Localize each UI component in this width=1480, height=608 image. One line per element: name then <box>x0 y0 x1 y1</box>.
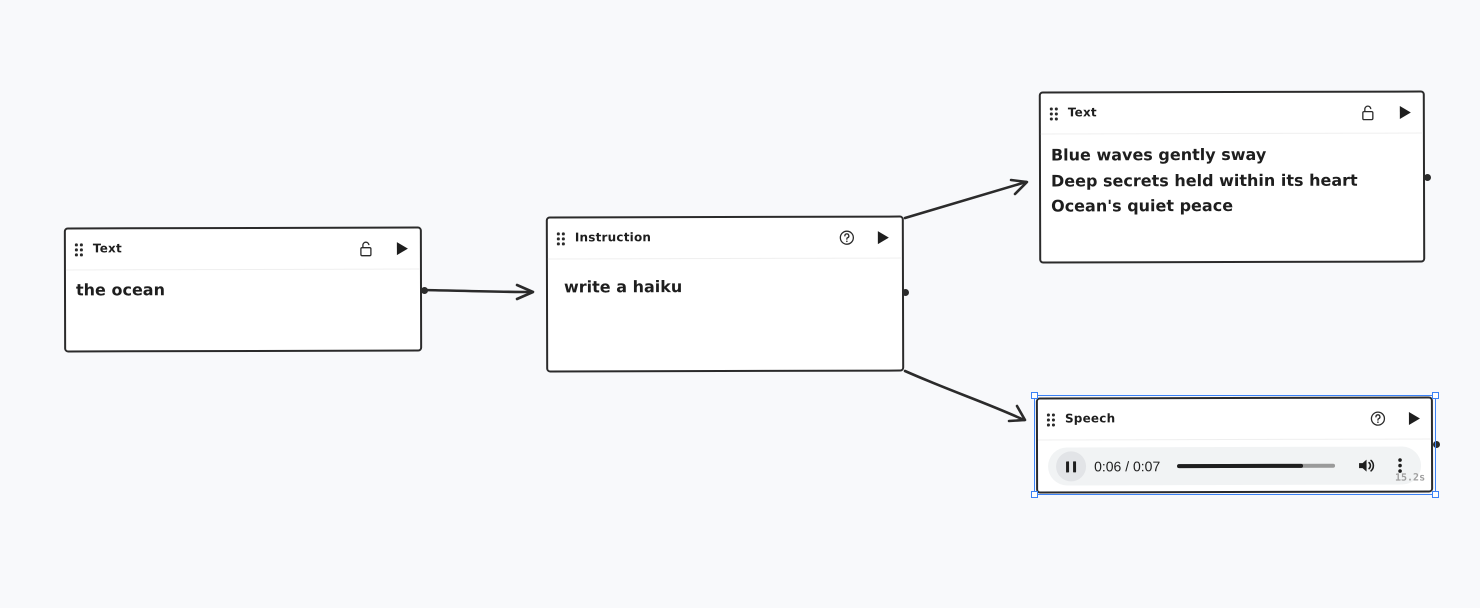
node-text-output[interactable]: Text Blue waves gently sway Deep secrets… <box>1038 90 1426 264</box>
play-icon[interactable] <box>873 228 893 248</box>
output-port[interactable] <box>421 287 428 294</box>
more-vertical-icon[interactable] <box>1390 456 1410 476</box>
help-icon[interactable] <box>837 228 857 248</box>
drag-handle-icon[interactable] <box>556 232 566 246</box>
node-content[interactable]: write a haiku <box>563 277 683 297</box>
drag-handle-icon[interactable] <box>74 243 84 257</box>
volume-icon[interactable] <box>1356 456 1376 476</box>
play-icon[interactable] <box>392 239 412 259</box>
node-text-input[interactable]: Text the ocean <box>63 226 423 353</box>
help-icon[interactable] <box>1368 409 1388 429</box>
lock-icon[interactable] <box>356 239 376 259</box>
resize-handle-top-left[interactable] <box>1031 392 1038 399</box>
drag-handle-icon[interactable] <box>1049 107 1059 121</box>
audio-player: 0:06 / 0:07 <box>1048 446 1422 486</box>
resize-handle-top-right[interactable] <box>1432 392 1439 399</box>
node-header: Speech <box>1037 398 1431 441</box>
node-instruction[interactable]: Instruction write a haiku <box>545 215 905 373</box>
node-title: Text <box>1067 105 1097 120</box>
resize-handle-bottom-right[interactable] <box>1432 491 1439 498</box>
selection-outline <box>1034 395 1436 495</box>
node-speech[interactable]: Speech 0:06 / 0:07 15.2s <box>1035 396 1434 494</box>
play-icon[interactable] <box>1404 409 1424 429</box>
resize-handle-bottom-left[interactable] <box>1031 491 1038 498</box>
play-icon[interactable] <box>1395 103 1415 123</box>
edge-instruction-to-speech[interactable] <box>903 369 1027 423</box>
output-port[interactable] <box>902 289 909 296</box>
node-content[interactable]: Blue waves gently sway Deep secrets held… <box>1050 144 1358 216</box>
node-content[interactable]: the ocean <box>75 280 166 300</box>
output-port[interactable] <box>1433 441 1440 448</box>
edge-text-to-instruction[interactable] <box>423 283 535 301</box>
lock-icon[interactable] <box>1358 103 1378 123</box>
output-port[interactable] <box>1424 174 1431 181</box>
node-title: Text <box>92 241 122 256</box>
node-header: Instruction <box>547 217 902 260</box>
node-title: Instruction <box>574 230 652 245</box>
node-header: Text <box>1040 92 1423 135</box>
node-header: Text <box>65 228 420 271</box>
edge-instruction-to-text-output[interactable] <box>903 178 1029 220</box>
